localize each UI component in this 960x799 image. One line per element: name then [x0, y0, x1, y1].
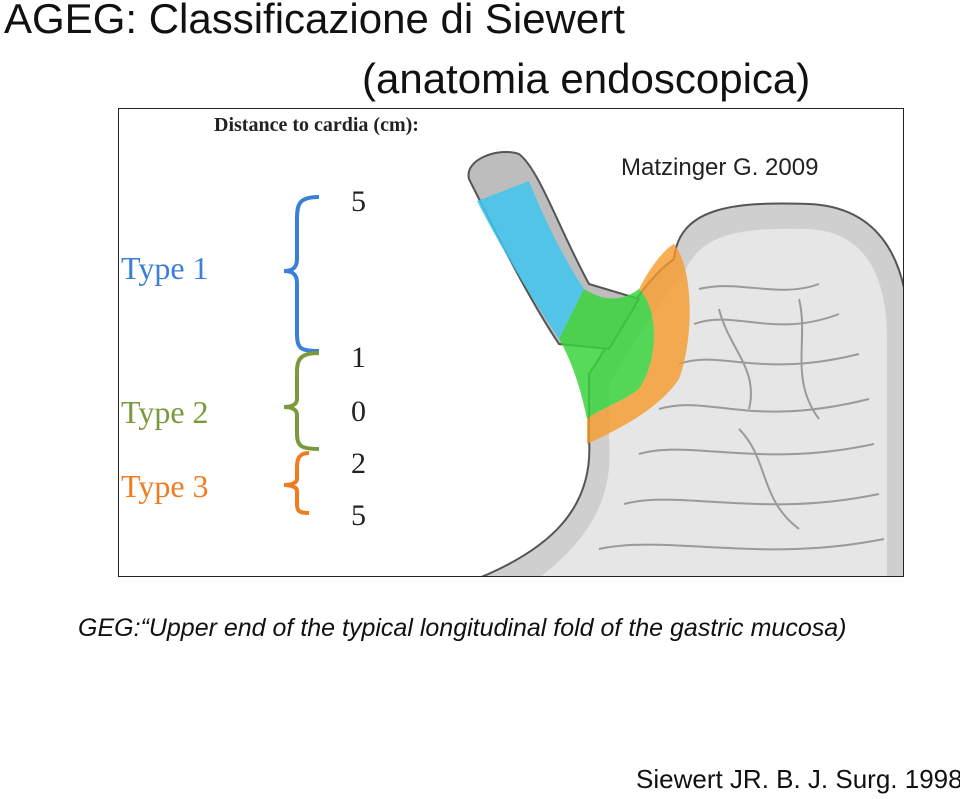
gastric-folds [598, 283, 885, 551]
siewert-diagram-svg: Distance to cardia (cm): Matzinger G. 20… [121, 114, 903, 576]
zone-type3-orange [587, 244, 690, 444]
type3-label: Type 3 [121, 468, 209, 504]
slide-subtitle: (anatomia endoscopica) [362, 55, 811, 102]
tick-0: 0 [351, 395, 366, 428]
slide-title: AGEG: Classificazione di Siewert [4, 0, 625, 42]
zone-type2-green [559, 289, 654, 419]
reference-citation: Siewert JR. B. J. Surg. 1998 [636, 764, 960, 794]
geg-definition: GEG:“Upper end of the typical longitudin… [78, 614, 847, 642]
bracket-type1 [283, 195, 320, 353]
axis-label: Distance to cardia (cm): [214, 114, 419, 136]
tick-1: 1 [351, 341, 366, 374]
tick-5-top: 5 [351, 185, 366, 218]
bracket-type3 [283, 451, 310, 515]
type2-label: Type 2 [121, 394, 209, 430]
credit-label: Matzinger G. 2009 [621, 154, 818, 181]
bracket-type2 [283, 351, 320, 451]
zone-type1-blue [477, 181, 584, 339]
type1-label: Type 1 [121, 250, 209, 286]
tick-5-bottom: 5 [351, 499, 366, 532]
stomach-inner [541, 228, 887, 576]
tick-2: 2 [351, 447, 366, 480]
siewert-diagram: Distance to cardia (cm): Matzinger G. 20… [118, 108, 904, 577]
